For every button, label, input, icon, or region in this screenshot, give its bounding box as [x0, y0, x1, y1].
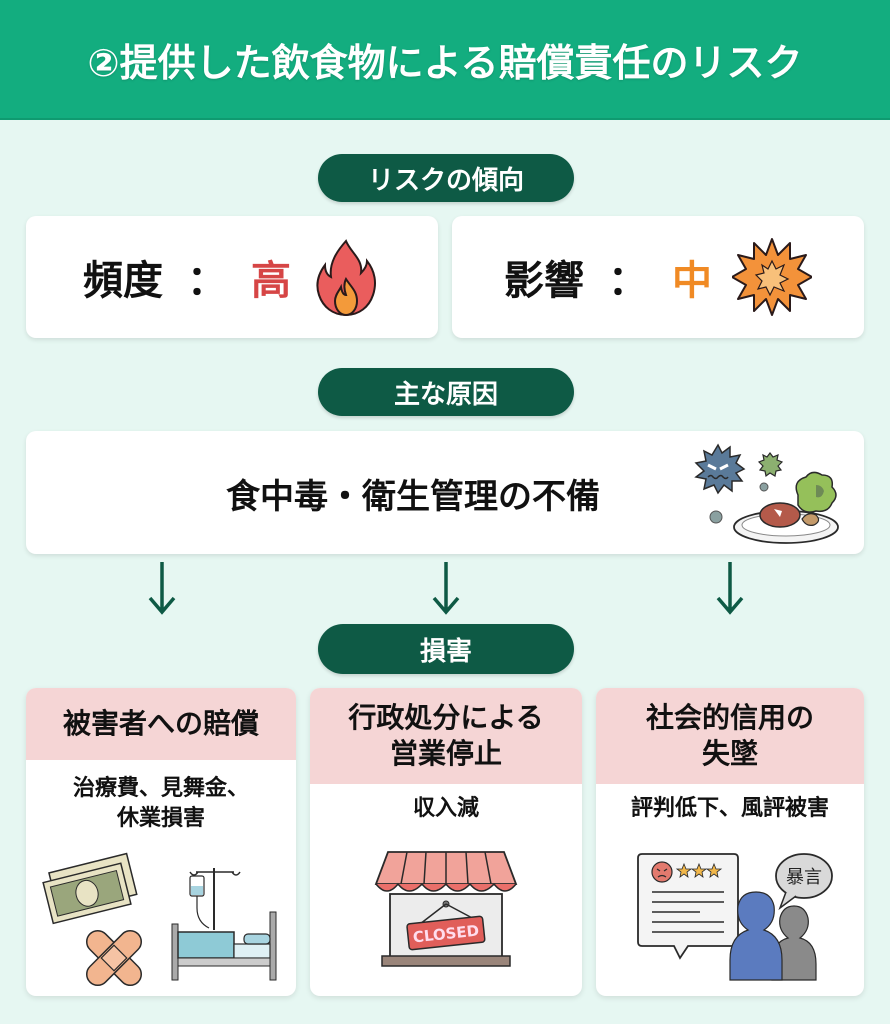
damage-card-title: 社会的信用の 失墜 — [596, 688, 864, 784]
damage-card-title-line: 失墜 — [701, 737, 758, 770]
page-title: ②提供した飲食物による賠償責任のリスク — [87, 40, 803, 85]
down-arrow-icon — [148, 562, 176, 615]
page-header: ②提供した飲食物による賠償責任のリスク — [0, 0, 890, 120]
impact-colon: ： — [608, 258, 648, 304]
frequency-value: 高 — [251, 258, 291, 304]
damage-card-title: 行政処分による 営業停止 — [310, 688, 582, 784]
germs-and-spoiled-food-icon — [694, 443, 839, 544]
down-arrow-icon — [716, 562, 744, 615]
damage-card-detail: 収入減 — [412, 796, 479, 821]
cause-text: 食中毒・衛生管理の不備 — [226, 477, 600, 517]
section-label-damage: 損害 — [318, 624, 574, 674]
frequency-label: 頻度 — [83, 258, 163, 304]
impact-value: 中 — [672, 258, 712, 304]
damage-card-business-suspension: 行政処分による 営業停止 収入減 CLOSED — [310, 688, 582, 996]
damage-card-reputation: 社会的信用の 失墜 評判低下、風評被害 暴言 — [596, 688, 864, 996]
bad-review-icon: 暴言 — [637, 853, 833, 981]
damage-card-detail-line: 休業損害 — [116, 806, 205, 831]
damage-card-detail: 評判低下、風評被害 — [630, 796, 829, 821]
cause-card: 食中毒・衛生管理の不備 — [26, 431, 864, 554]
impact-label: 影響 — [504, 258, 584, 304]
closed-shop-icon: CLOSED — [374, 851, 518, 967]
damage-card-title-line: 社会的信用の — [645, 701, 814, 734]
damage-card-title: 被害者への賠償 — [26, 688, 296, 760]
damage-card-compensation: 被害者への賠償 治療費、見舞金、 休業損害 — [26, 688, 296, 996]
impact-card: 影響 ： 中 — [452, 216, 864, 338]
speech-bubble-text: 暴言 — [786, 867, 822, 888]
frequency-card: 頻度 ： 高 — [26, 216, 438, 338]
damage-card-title-line: 営業停止 — [389, 737, 502, 770]
section-label-trend: リスクの傾向 — [318, 154, 574, 202]
frequency-colon: ： — [187, 258, 227, 304]
section-label-cause: 主な原因 — [318, 368, 574, 416]
down-arrow-icon — [432, 562, 460, 615]
damage-card-detail: 治療費、見舞金、 休業損害 — [26, 774, 296, 834]
money-bandage-hospital-bed-icon — [42, 852, 277, 987]
explosion-icon — [732, 238, 812, 316]
damage-card-title-line: 行政処分による — [348, 701, 544, 734]
damage-card-detail-line: 治療費、見舞金、 — [72, 776, 249, 801]
fire-icon — [316, 239, 376, 317]
